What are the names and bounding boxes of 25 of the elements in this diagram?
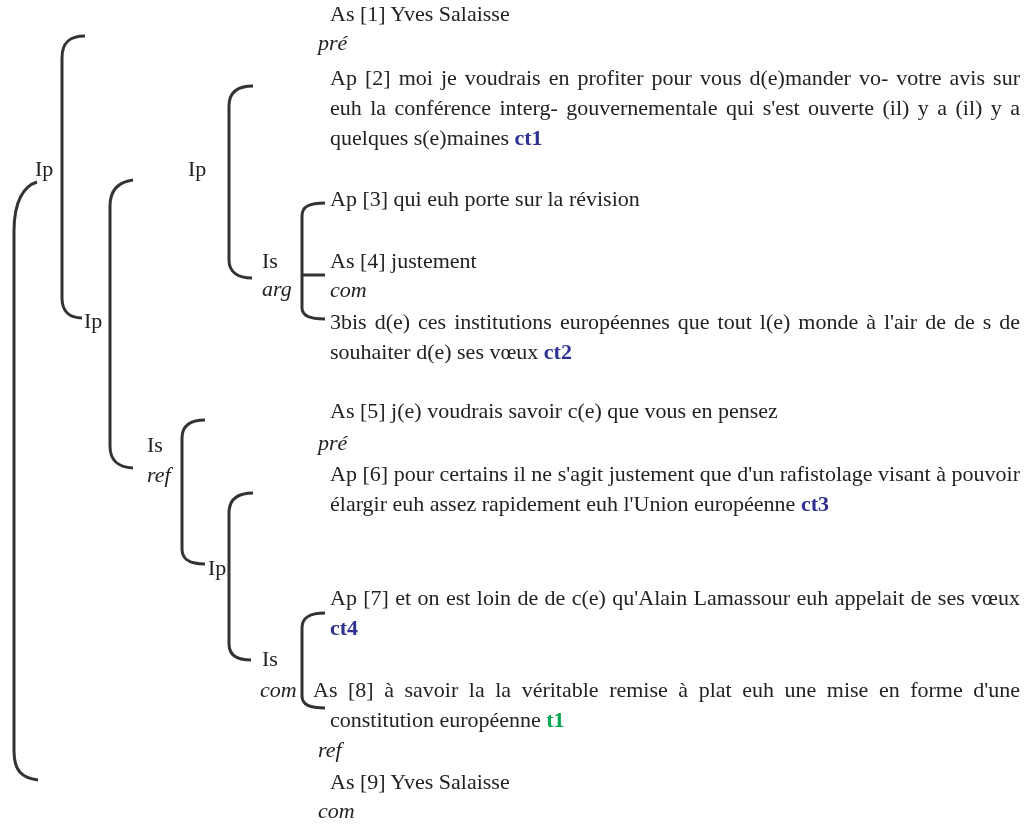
function-label: pré [318,431,348,455]
function-label: ref [147,463,171,487]
transcript-text: Ap [7] et on est loin de de c(e) qu'Alain Lamassour euh appelait de ses vœux ct4 [330,584,1020,642]
transcript-text: As [9] Yves Salaisse [330,770,510,794]
transcript-text: As [1] Yves Salaisse [330,2,510,26]
category-label: Is [147,433,163,457]
category-label: Ip [84,309,103,333]
function-label: arg [262,277,292,301]
transcript-text: As [5] j(e) voudrais savoir c(e) que vous en pensez [330,399,778,423]
function-label: com [260,678,297,702]
category-label: Ip [208,556,227,580]
function-label: ref [318,738,342,762]
transcript-text: 3bis d(e) ces institutions européennes que tout l(e) monde à l'air de de s de souhaiter d(e) ses vœux ct2 [330,308,1020,366]
category-label: Is [262,647,278,671]
transcript-text: As [4] justement [330,249,477,273]
transcript-text: As [8] à savoir la la véritable remise à plat euh une mise en forme d'une constitution européenne t1 [313,676,1020,734]
category-label: Is [262,249,278,273]
category-label: Ip [35,157,54,181]
transcript-text: Ap [3] qui euh porte sur la révision [330,187,640,211]
category-label: Ip [188,157,207,181]
function-label: com [330,278,367,302]
transcript-text: Ap [2] moi je voudrais en profiter pour vous d(e)mander vo- votre avis sur euh la conférence interg- gouvernementale qui s'est ouverte (il) y a (il) y a quelques s(e)maines ct1 [330,64,1020,152]
transcript-text: Ap [6] pour certains il ne s'agit justement que d'un rafistolage visant à pouvoir élargir euh assez rapidement euh l'Union européenne ct3 [330,460,1020,518]
function-label: pré [318,31,348,55]
function-label: com [318,799,355,823]
